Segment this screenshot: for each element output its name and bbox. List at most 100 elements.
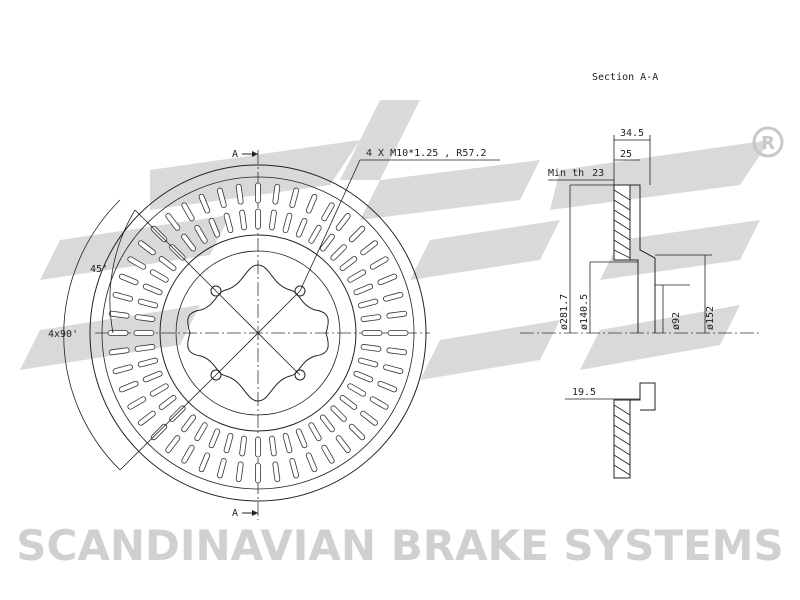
cooling-slot: [272, 461, 281, 483]
cooling-slot: [118, 273, 139, 286]
cooling-slot: [255, 436, 261, 458]
cooling-slot: [269, 209, 277, 231]
friction-ring-inner: [159, 234, 357, 432]
cooling-slot: [208, 428, 221, 449]
cooling-slot: [181, 444, 195, 464]
section-marker-bottom: A: [232, 508, 258, 519]
cooling-slot: [133, 330, 155, 336]
bolt-hole: [294, 369, 306, 381]
cooling-slot: [255, 208, 261, 230]
cooling-slot: [235, 183, 244, 205]
dim-92: ø92: [671, 312, 682, 330]
cooling-slot: [198, 193, 211, 214]
cooling-slot: [321, 444, 335, 464]
cooling-slot: [158, 256, 177, 272]
disc-outer-edge: [89, 164, 427, 502]
cooling-slot: [142, 283, 163, 296]
bolt-callout: 4 X M10*1.25 , R57.2: [299, 148, 500, 292]
cooling-slot: [357, 298, 379, 309]
cooling-slot: [308, 422, 322, 442]
cooling-slot: [386, 310, 408, 319]
cooling-slot: [383, 291, 404, 302]
cooling-slot: [353, 370, 374, 383]
cooling-slot: [223, 212, 234, 234]
hub-profile: [187, 264, 329, 402]
cooling-slot: [339, 256, 358, 272]
cooling-slot: [289, 458, 300, 479]
cooling-slot: [335, 435, 351, 453]
cooling-slot: [360, 344, 382, 352]
bolt-hole: [210, 285, 222, 297]
cooling-slot: [223, 432, 234, 454]
cooling-slot: [369, 256, 389, 270]
cooling-slot: [118, 380, 139, 393]
cooling-slot: [181, 202, 195, 222]
cooling-slot: [361, 330, 383, 336]
cooling-slot: [181, 414, 197, 433]
cooling-slot: [134, 314, 156, 322]
cooling-slot: [360, 240, 378, 256]
cooling-slot: [369, 396, 389, 410]
cooling-slot: [386, 347, 408, 356]
cooling-slot: [239, 435, 247, 457]
cooling-slot: [134, 344, 156, 352]
cooling-slot: [319, 414, 335, 433]
cooling-slot: [330, 244, 347, 261]
cooling-slot: [295, 217, 308, 238]
cooling-slot: [235, 461, 244, 483]
bolt-hole: [210, 369, 222, 381]
bolt-hole: [294, 285, 306, 297]
cooling-slot: [295, 428, 308, 449]
cooling-slot: [158, 394, 177, 410]
section-marker-top: A: [232, 149, 258, 160]
cooling-slot: [387, 330, 409, 336]
cooling-slot: [347, 269, 367, 283]
angle-dimensions: 45' 4x90': [48, 199, 217, 471]
cooling-slot: [107, 330, 129, 336]
section-title: Section A-A: [592, 72, 658, 83]
cooling-slot: [305, 452, 318, 473]
sbs-watermark-logo: [20, 100, 770, 380]
cooling-slot: [282, 212, 293, 234]
cooling-slot: [269, 435, 277, 457]
section-letter-bottom: A: [232, 508, 238, 519]
cooling-slot: [194, 422, 208, 442]
cooling-slot: [194, 224, 208, 244]
cooling-slot: [138, 240, 156, 256]
dim-152: ø152: [705, 306, 716, 330]
angle-4x90-label: 4x90': [48, 329, 78, 340]
cooling-slot: [377, 380, 398, 393]
disc-front-view: [89, 164, 427, 502]
cooling-slot: [360, 410, 378, 426]
cooling-slot: [308, 224, 322, 244]
dim-281-7: ø281.7: [559, 294, 570, 330]
cooling-slot: [216, 187, 227, 208]
brand-wordmark: SCANDINAVIAN BRAKE SYSTEMS: [16, 521, 783, 570]
cooling-slot: [149, 269, 169, 283]
cooling-slots: [107, 182, 409, 484]
cooling-slot: [347, 383, 367, 397]
cooling-slot: [348, 225, 366, 243]
cooling-slot: [330, 405, 347, 422]
cooling-slot: [305, 193, 318, 214]
hat-outer-edge: [175, 250, 341, 416]
cooling-slot: [108, 347, 130, 356]
dim-140-5: ø140.5: [579, 294, 590, 330]
cooling-slot: [255, 462, 261, 484]
cooling-slot: [165, 213, 181, 231]
cooling-slot: [165, 435, 181, 453]
cooling-slot: [112, 364, 133, 375]
cooling-slot: [357, 357, 379, 368]
cooling-slot: [377, 273, 398, 286]
cooling-slot: [127, 396, 147, 410]
cooling-slot: [282, 432, 293, 454]
cooling-slot: [181, 233, 197, 252]
cooling-slot: [138, 410, 156, 426]
dim-34-5: 34.5: [620, 128, 644, 139]
cooling-slot: [255, 182, 261, 204]
angle-45-label: 45': [90, 264, 108, 275]
cooling-slot: [239, 209, 247, 231]
cooling-slot: [208, 217, 221, 238]
